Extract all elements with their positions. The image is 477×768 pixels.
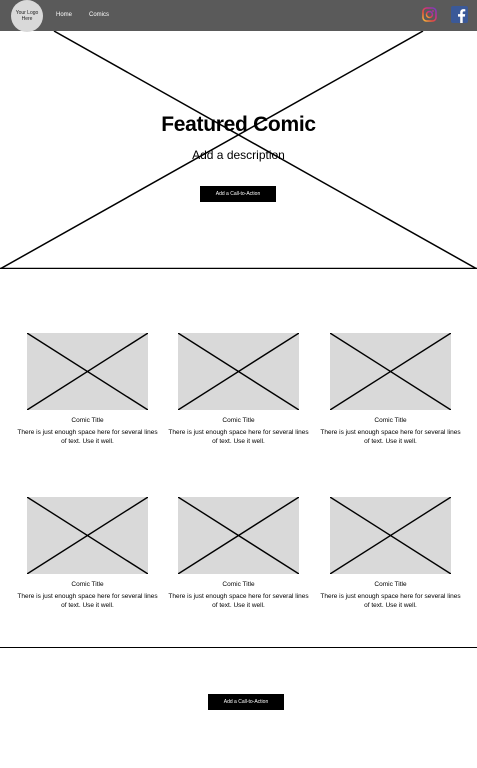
instagram-icon[interactable] — [422, 7, 437, 22]
hero-image-placeholder — [0, 31, 477, 269]
logo-text: Your Logo Here — [15, 10, 39, 22]
comic-image-placeholder[interactable] — [330, 497, 451, 574]
logo[interactable]: Your Logo Here — [11, 0, 43, 32]
comic-description: There is just enough space here for seve… — [320, 593, 461, 609]
comic-title: Comic Title — [71, 581, 104, 588]
section-divider — [0, 647, 477, 648]
comic-image-placeholder[interactable] — [178, 497, 299, 574]
comic-title: Comic Title — [374, 417, 407, 424]
comic-title: Comic Title — [222, 417, 255, 424]
comic-title: Comic Title — [222, 581, 255, 588]
hero-banner: Featured Comic Add a description Add a C… — [0, 31, 477, 269]
hero-title: Featured Comic — [161, 113, 316, 136]
comic-title: Comic Title — [374, 581, 407, 588]
hero-description: Add a description — [192, 148, 285, 162]
comic-image-placeholder[interactable] — [27, 497, 148, 574]
nav-link-home[interactable]: Home — [56, 12, 73, 18]
nav-link-comics[interactable]: Comics — [89, 12, 110, 18]
comic-description: There is just enough space here for seve… — [168, 429, 309, 445]
comic-image-placeholder[interactable] — [178, 333, 299, 410]
hero-cta-button[interactable]: Add a Call-to-Action — [200, 186, 276, 202]
comic-description: There is just enough space here for seve… — [320, 429, 461, 445]
navbar: Your Logo Here Home Comics — [0, 0, 477, 32]
comic-description: There is just enough space here for seve… — [17, 429, 158, 445]
comic-image-placeholder[interactable] — [27, 333, 148, 410]
comic-title: Comic Title — [71, 417, 104, 424]
comic-description: There is just enough space here for seve… — [168, 593, 309, 609]
facebook-icon[interactable] — [451, 6, 468, 23]
comic-description: There is just enough space here for seve… — [17, 593, 158, 609]
footer-cta-button[interactable]: Add a Call-to-Action — [208, 694, 284, 710]
comic-image-placeholder[interactable] — [330, 333, 451, 410]
